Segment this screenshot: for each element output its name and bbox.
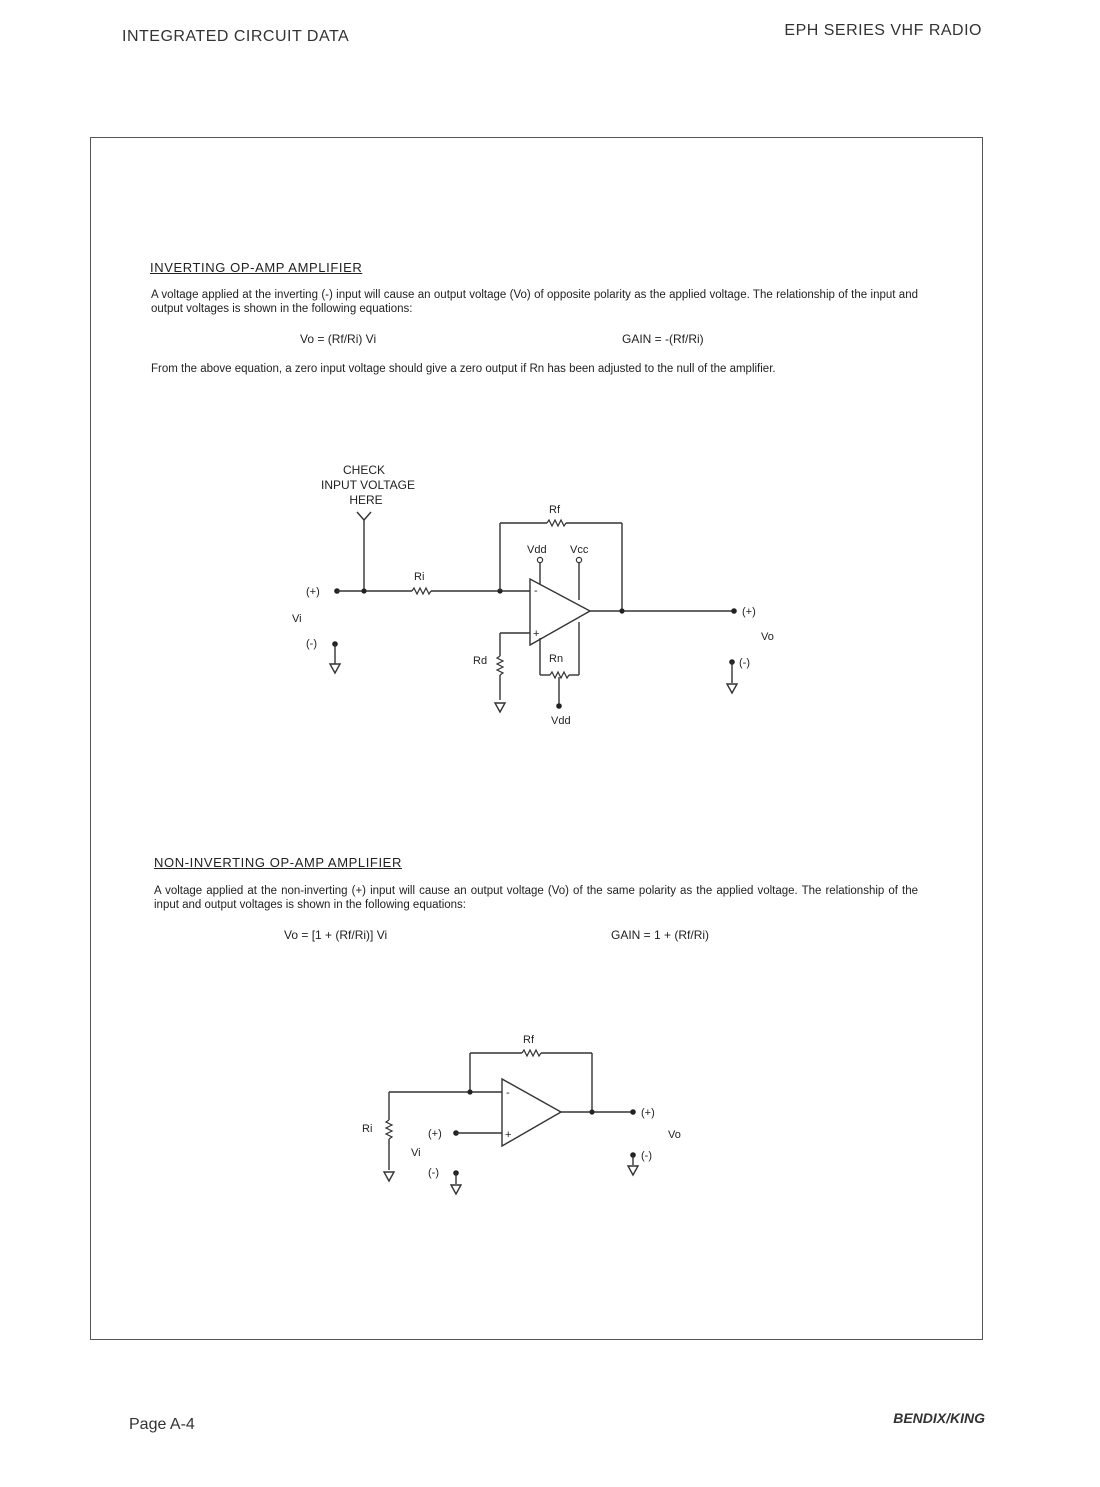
output-minus-label: (-) — [641, 1150, 652, 1162]
ground-icon — [626, 1165, 640, 1177]
ground-icon — [449, 1184, 463, 1196]
vdd-pin — [536, 556, 544, 564]
inverting-paragraph-1: A voltage applied at the inverting (-) i… — [151, 289, 918, 315]
rf-resistor — [521, 1048, 542, 1058]
output-plus-terminal — [630, 1109, 636, 1115]
opamp-minus-sign: - — [506, 1087, 510, 1099]
junction-dot — [361, 588, 367, 594]
rd-label: Rd — [473, 655, 487, 667]
ground-icon — [328, 663, 342, 675]
rn-label: Rn — [549, 653, 563, 665]
rn-resistor — [549, 670, 570, 680]
junction-dot — [589, 1109, 595, 1115]
ri-label: Ri — [414, 571, 424, 583]
vcc-label: Vcc — [570, 544, 589, 556]
noninverting-vo-equation: Vo = [1 + (Rf/Ri)] Vi — [284, 928, 388, 942]
junction-dot — [619, 608, 625, 614]
opamp-plus-sign: + — [505, 1129, 511, 1141]
noninverting-paragraph-1: A voltage applied at the non-inverting (… — [154, 885, 918, 911]
vdd-bottom-label: Vdd — [551, 715, 571, 727]
junction-dot — [467, 1089, 473, 1095]
output-plus-label: (+) — [742, 606, 756, 618]
ground-icon — [493, 702, 507, 714]
rf-resistor — [546, 518, 567, 528]
vo-label: Vo — [668, 1129, 681, 1141]
rf-label: Rf — [523, 1034, 535, 1046]
output-plus-label: (+) — [641, 1107, 655, 1119]
inverting-gain-equation: GAIN = -(Rf/Ri) — [622, 332, 704, 346]
vi-label: Vi — [292, 613, 302, 625]
ground-icon — [725, 683, 739, 695]
opamp-triangle-icon — [501, 1077, 563, 1148]
noninverting-section-title: NON-INVERTING OP-AMP AMPLIFIER — [154, 855, 402, 870]
vi-label: Vi — [411, 1147, 421, 1159]
page-header-right: EPH SERIES VHF RADIO — [784, 22, 982, 39]
vdd-label: Vdd — [527, 544, 547, 556]
output-minus-label: (-) — [739, 657, 750, 669]
ri-label: Ri — [362, 1123, 372, 1135]
page-header-left: INTEGRATED CIRCUIT DATA — [122, 28, 350, 45]
opamp-plus-sign: + — [533, 628, 539, 640]
noninverting-gain-equation: GAIN = 1 + (Rf/Ri) — [611, 928, 710, 942]
check-label-line3: HERE — [349, 493, 382, 507]
rf-label: Rf — [549, 504, 561, 516]
output-plus-terminal — [731, 608, 737, 614]
input-plus-label: (+) — [428, 1128, 442, 1140]
input-minus-label: (-) — [428, 1167, 439, 1179]
inverting-paragraph-2: From the above equation, a zero input vo… — [151, 363, 776, 375]
brand-logo: BENDIX/KING — [893, 1410, 985, 1426]
vcc-pin — [575, 556, 583, 564]
vo-label: Vo — [761, 631, 774, 643]
page-number: Page A-4 — [129, 1416, 195, 1433]
input-plus-label: (+) — [306, 586, 320, 598]
content-frame — [90, 137, 983, 1340]
input-minus-label: (-) — [306, 638, 317, 650]
check-label-line2: INPUT VOLTAGE — [321, 478, 415, 492]
ri-resistor — [384, 1119, 394, 1140]
opamp-triangle-icon — [529, 577, 592, 647]
ri-resistor — [411, 586, 432, 596]
ground-icon — [382, 1171, 396, 1183]
vdd-bottom-terminal — [556, 703, 562, 709]
rd-resistor — [495, 655, 505, 676]
inverting-section-title: INVERTING OP-AMP AMPLIFIER — [150, 260, 363, 275]
check-label-line1: CHECK — [343, 463, 385, 477]
inverting-vo-equation: Vo = (Rf/Ri) Vi — [300, 332, 377, 346]
opamp-minus-sign: - — [534, 585, 538, 597]
